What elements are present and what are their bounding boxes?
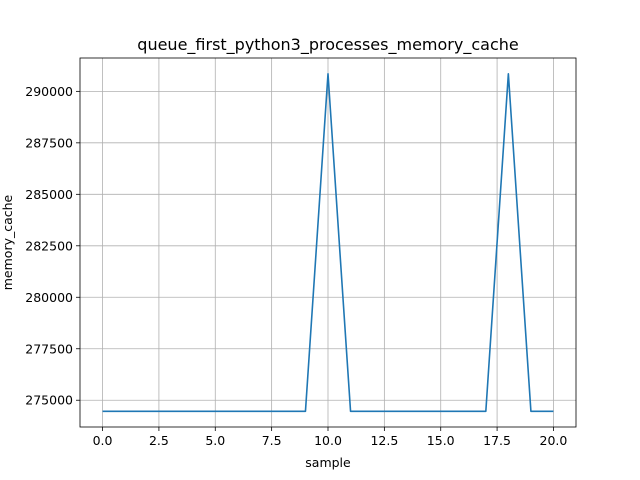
y-tick-label: 287500 (25, 135, 73, 150)
y-tick-label: 290000 (25, 84, 73, 99)
x-tick-label: 0.0 (93, 433, 113, 448)
grid-lines (80, 58, 576, 427)
x-tick-label: 7.5 (262, 433, 282, 448)
x-tick-label: 17.5 (483, 433, 511, 448)
x-tick-label: 10.0 (314, 433, 342, 448)
y-tick-label: 285000 (25, 187, 73, 202)
x-tick-label: 2.5 (149, 433, 169, 448)
chart-title: queue_first_python3_processes_memory_cac… (137, 35, 518, 55)
y-axis-label: memory_cache (0, 194, 15, 290)
y-tick-label: 282500 (25, 238, 73, 253)
x-tick-label: 5.0 (205, 433, 225, 448)
x-tick-label: 12.5 (370, 433, 398, 448)
series-layer (102, 73, 554, 413)
y-tick-label: 275000 (25, 393, 73, 408)
series-line (102, 73, 554, 413)
x-tick-label: 20.0 (540, 433, 568, 448)
x-axis-label: sample (305, 455, 351, 470)
axis-ticks: 0.0 2.5 5.0 7.5 10.0 12.5 15.0 17.5 20.0 275000 27… (25, 84, 567, 448)
y-tick-label: 277500 (25, 341, 73, 356)
y-tick-label: 280000 (25, 290, 73, 305)
x-tick-label: 15.0 (427, 433, 455, 448)
